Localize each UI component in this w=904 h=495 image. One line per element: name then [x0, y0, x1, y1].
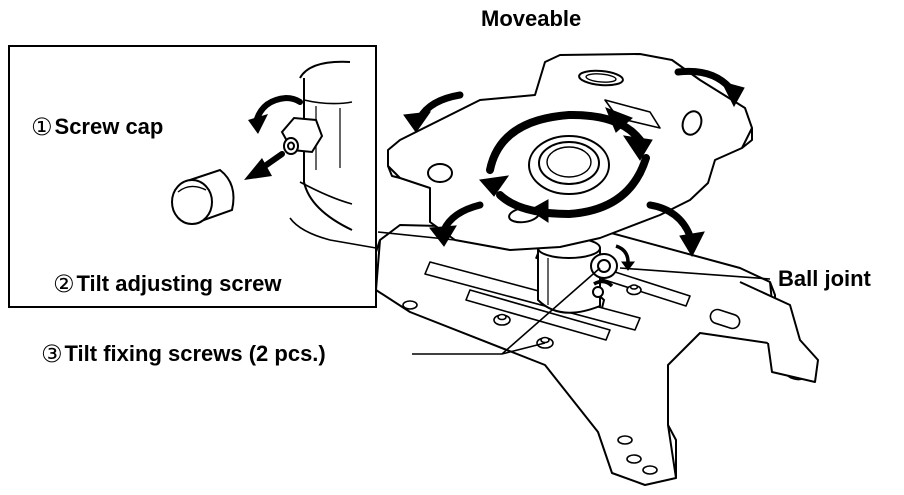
rotation-arrow-icon — [479, 107, 653, 223]
screw-cap-icon — [171, 168, 235, 225]
label-tilt-fixing-screws: ③Tilt fixing screws (2 pcs.) — [41, 342, 326, 366]
label-text: Tilt adjusting screw — [76, 271, 282, 296]
side-bracket — [739, 281, 819, 383]
tilt-arrow-icon — [403, 67, 745, 258]
ball-joint-rotation-arrow-icon — [593, 244, 635, 288]
detail-inset-box — [8, 45, 377, 308]
label-moveable: Moveable — [481, 6, 582, 31]
label-text: Screw cap — [54, 114, 164, 139]
tilt-adjusting-screw-icon — [280, 116, 324, 155]
ball-joint-icon — [590, 253, 618, 309]
label-tilt-adjusting-screw: ②Tilt adjusting screw — [53, 272, 282, 296]
callout-number: ① — [31, 113, 53, 141]
tilt-fixing-screw-icon — [493, 284, 642, 349]
callout-number: ③ — [41, 340, 63, 368]
label-screw-cap: ①Screw cap — [31, 115, 163, 139]
callout-number: ② — [53, 270, 75, 298]
top-plate — [387, 53, 753, 251]
label-text: Tilt fixing screws (2 pcs.) — [64, 341, 326, 366]
label-ball-joint: Ball joint — [778, 266, 871, 291]
